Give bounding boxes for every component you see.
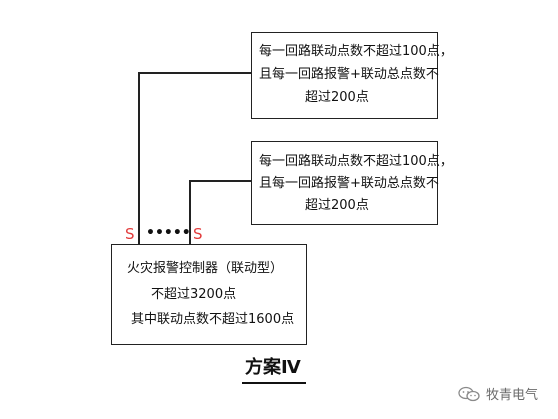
left-loop-horizontal-wire bbox=[138, 72, 252, 74]
left-loop-vertical-wire bbox=[138, 73, 140, 244]
controller-box bbox=[111, 244, 307, 345]
scheme-title: 方案Ⅳ bbox=[245, 357, 301, 378]
loop-s-label-left: S bbox=[125, 225, 135, 243]
top-loop-text-line2: 且每一回路报警+联动总点数不 bbox=[259, 67, 439, 82]
watermark: 牧青电气 bbox=[458, 384, 538, 403]
top-loop-text-line1: 每一回路联动点数不超过100点， bbox=[259, 44, 453, 59]
right-loop-horizontal-wire bbox=[189, 180, 252, 182]
scheme-title-underline bbox=[242, 382, 306, 384]
controller-text-line3: 其中联动点数不超过1600点 bbox=[131, 312, 295, 327]
loop-s-label-right: S bbox=[193, 225, 203, 243]
top-loop-text-line3: 超过200点 bbox=[305, 90, 369, 105]
middle-loop-box bbox=[251, 141, 438, 225]
loop-ellipsis-dots: ••••• bbox=[146, 225, 191, 241]
controller-text-line2: 不超过3200点 bbox=[151, 287, 237, 302]
right-loop-vertical-wire bbox=[189, 181, 191, 244]
controller-text-line1: 火灾报警控制器（联动型） bbox=[127, 261, 284, 276]
wechat-chat-bubbles-icon bbox=[458, 386, 480, 401]
top-loop-box bbox=[251, 32, 438, 119]
middle-loop-text-line3: 超过200点 bbox=[305, 198, 369, 213]
watermark-text: 牧青电气 bbox=[486, 388, 539, 403]
middle-loop-text-line1: 每一回路联动点数不超过100点， bbox=[259, 154, 453, 169]
middle-loop-text-line2: 且每一回路报警+联动总点数不 bbox=[259, 176, 439, 191]
